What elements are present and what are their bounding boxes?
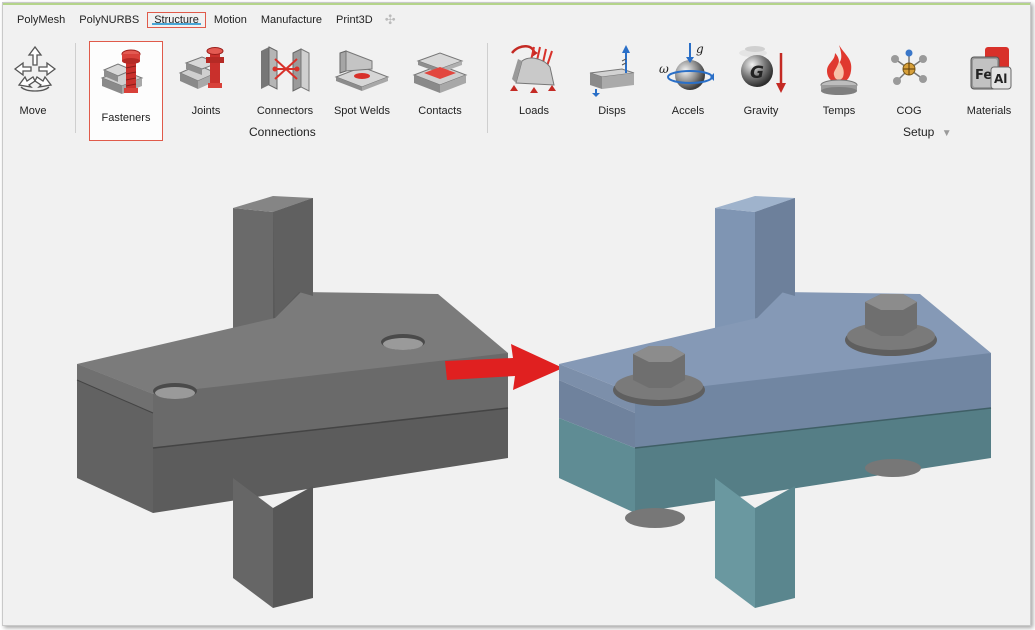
contacts-label: Contacts [418,105,462,117]
loads-tool[interactable]: Loads [497,39,571,117]
plus-icon[interactable]: ✣ [384,12,396,27]
gravity-icon: G [739,46,786,93]
accels-omega-text: ω [659,62,669,76]
accels-tool[interactable]: ω g Accels [653,39,723,117]
spot-welds-label: Spot Welds [333,105,391,117]
disps-label: Disps [598,105,626,117]
materials-al-text: Al [994,72,1007,86]
accels-g-text: g [696,42,704,56]
flame-icon [820,45,858,95]
joints-label: Joints [191,105,221,117]
tab-manufacture[interactable]: Manufacture [260,14,323,26]
connectors-tool[interactable]: Connectors [251,39,319,117]
tab-structure[interactable]: Structure [147,12,206,28]
cog-icon [891,49,927,85]
joints-icon [178,47,224,89]
ribbon-toolbar: Move Fasteners [3,35,1030,145]
materials-icon: Fe Al [970,47,1012,90]
fasteners-icon [100,49,144,94]
connectors-icon [261,46,310,92]
contacts-tool[interactable]: Contacts [407,39,473,117]
ribbon-separator [487,43,488,133]
gravity-tool[interactable]: G Gravity [727,39,795,117]
spot-welds-tool[interactable]: Spot Welds [329,39,395,117]
tab-print3d[interactable]: Print3D [336,14,373,26]
model-before [76,196,509,608]
viewport-3d[interactable] [43,168,1003,618]
connectors-label: Connectors [256,105,314,117]
disps-icon [589,45,635,97]
temps-label: Temps [822,105,856,117]
move-icon [13,45,57,92]
ribbon-separator [75,43,76,133]
transform-arrow-icon [445,344,563,390]
gravity-label: Gravity [743,105,779,117]
fasteners-tool[interactable]: Fasteners [89,41,163,141]
connections-group-label: Connections [249,125,316,139]
cog-label: COG [896,105,922,117]
tab-motion[interactable]: Motion [213,14,247,26]
gravity-g-text: G [750,63,764,83]
cog-tool[interactable]: COG [879,39,939,117]
spot-weld-icon [334,50,390,91]
accels-label: Accels [671,105,705,117]
setup-label: Setup [903,125,935,139]
accels-icon: ω g [659,42,714,90]
dropdown-arrow-icon: ▼ [941,128,952,139]
ribbon-tabs: PolyMesh PolyNURBS Structure Motion Manu… [11,9,402,31]
move-tool[interactable]: Move [5,39,61,117]
window-top-accent [3,3,1030,5]
materials-label: Materials [966,105,1012,117]
contacts-icon [412,52,468,93]
tab-polynurbs[interactable]: PolyNURBS [79,14,140,26]
move-label: Move [19,105,47,117]
temps-tool[interactable]: Temps [805,39,873,117]
tab-polymesh[interactable]: PolyMesh [17,14,66,26]
setup-group-label[interactable]: Setup ▼ [903,125,952,139]
disps-tool[interactable]: Disps [577,39,647,117]
loads-label: Loads [519,105,549,117]
model-after [559,196,992,608]
loads-icon [510,45,556,93]
joints-tool[interactable]: Joints [173,39,239,117]
materials-tool[interactable]: Fe Al Materials [955,39,1023,117]
fasteners-label: Fasteners [101,112,151,124]
materials-fe-text: Fe [975,68,992,83]
